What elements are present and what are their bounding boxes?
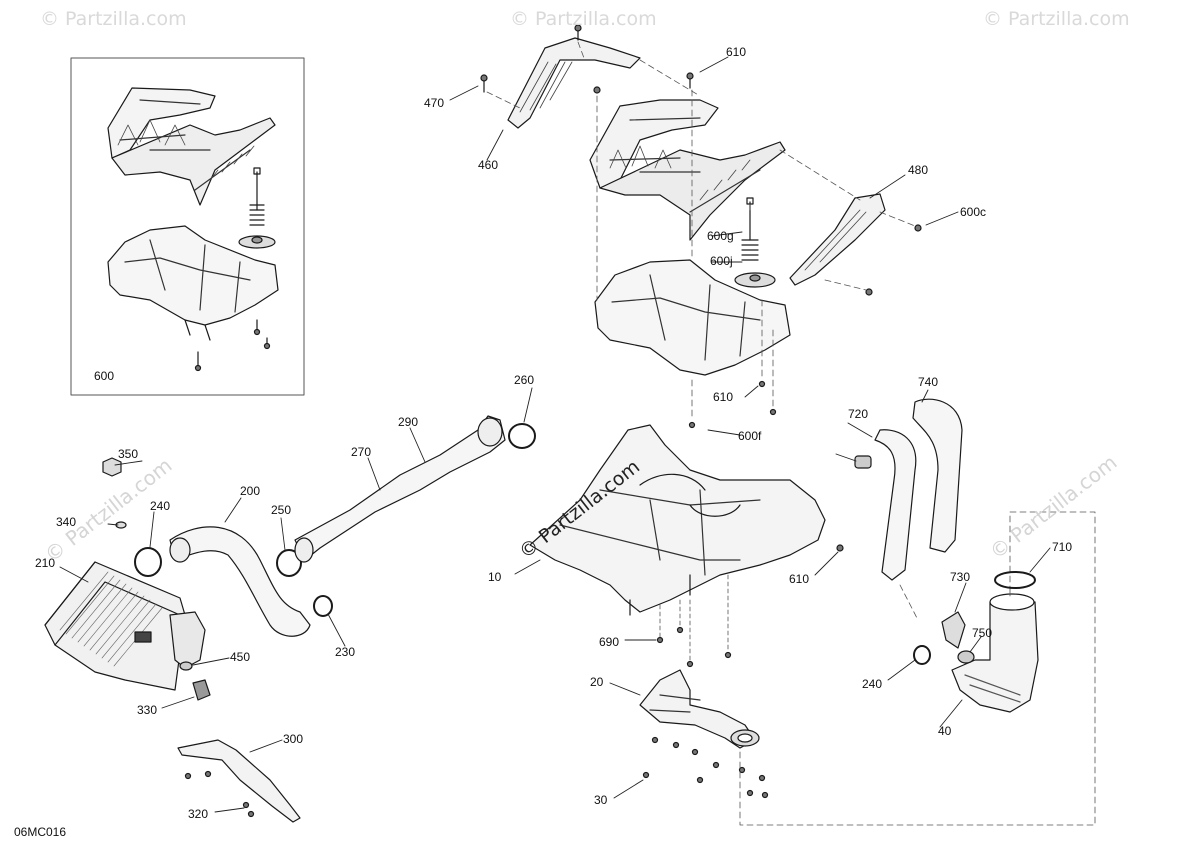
clamp-690 — [994, 571, 1036, 589]
canister-40 — [951, 593, 1039, 713]
leader-lines — [59, 56, 1051, 813]
callout-40: 40 — [938, 724, 952, 738]
clamp-230-right — [913, 645, 931, 665]
lower-duct-hardware — [642, 736, 769, 799]
callout-270: 290 — [398, 415, 419, 429]
inset-assembly-label: 600 — [94, 369, 115, 383]
grommet-340 — [179, 661, 193, 671]
callout-350: 350 — [118, 447, 139, 461]
callout-320: 330 — [137, 703, 158, 717]
fitting-720 — [941, 611, 966, 649]
bracket-290 — [177, 739, 301, 823]
callout-460: 470 — [424, 96, 445, 110]
clamp-250 — [508, 423, 536, 449]
callout-260: 270 — [351, 445, 372, 459]
intercooler-210 — [44, 561, 206, 691]
lower-duct-20 — [639, 669, 760, 749]
upper-duct — [589, 99, 786, 241]
alignment-lines-upper — [486, 41, 916, 421]
inset-upper-duct — [107, 87, 276, 206]
lower-bracket-600 — [594, 259, 791, 376]
callout-250: 260 — [514, 373, 535, 387]
alignment-lines-right — [899, 584, 1011, 621]
watermark-top-center: © Partzilla.com — [510, 8, 657, 30]
connector-750 — [854, 455, 872, 469]
side-panel-470 — [789, 193, 886, 286]
grommet-350 — [102, 457, 122, 477]
callout-210: 210 — [35, 556, 56, 570]
callout-300: 320 — [188, 807, 209, 821]
bracket-hardware-300 — [184, 770, 255, 818]
callout-480: 600c — [960, 205, 987, 219]
inset-bolts — [194, 319, 271, 372]
callout-710: 720 — [848, 407, 869, 421]
callout-340: 450 — [230, 650, 251, 664]
callout-600c: 600f — [738, 429, 762, 443]
diagram-code: 06MC016 — [14, 825, 67, 839]
fitting-740 — [957, 650, 975, 664]
hose-710 — [874, 429, 917, 581]
callout-690: 710 — [1052, 540, 1073, 554]
clamp-230-left — [313, 595, 333, 617]
clamp-240-right — [276, 549, 302, 577]
inset-spring-stack — [238, 167, 276, 249]
callout-610-low: 690 — [599, 635, 620, 649]
callout-450: 460 — [478, 158, 499, 172]
callout-720: 730 — [950, 570, 971, 584]
airbox-hardware — [656, 544, 844, 668]
callout-290: 300 — [283, 732, 304, 746]
callout-10: 10 — [488, 570, 502, 584]
callout-470: 480 — [908, 163, 929, 177]
airbox-10 — [529, 424, 826, 616]
inset-frame — [70, 57, 305, 396]
top-hardware — [480, 24, 922, 429]
callout-330: 340 — [56, 515, 77, 529]
callout-730: 740 — [918, 375, 939, 389]
spring-stack-600 — [734, 197, 776, 288]
inset-lower-bracket — [107, 225, 279, 341]
callout-200: 200 — [240, 484, 261, 498]
callout-600f: 600g — [707, 229, 734, 243]
callout-230-right: 240 — [862, 677, 883, 691]
nut-320 — [192, 679, 211, 701]
callout-230-left: 230 — [335, 645, 356, 659]
watermark-top-right: © Partzilla.com — [983, 8, 1130, 30]
callout-600j: 610 — [713, 390, 734, 404]
hose-200 — [169, 526, 311, 637]
callout-610-mid: 610 — [789, 572, 810, 586]
callout-240-left: 240 — [150, 499, 171, 513]
callout-740: 750 — [972, 626, 993, 640]
callout-610-top: 610 — [726, 45, 747, 59]
side-panel-450 — [507, 37, 641, 129]
callout-20: 20 — [590, 675, 604, 689]
callout-600g: 600j — [710, 254, 733, 268]
callout-240-right: 250 — [271, 503, 292, 517]
watermark-top-left: © Partzilla.com — [40, 8, 187, 30]
hose-730 — [912, 398, 963, 553]
callout-30: 30 — [594, 793, 608, 807]
assembly-outline-dashed — [739, 511, 1096, 826]
clamp-240-left — [134, 547, 162, 577]
duct-260-270 — [294, 415, 506, 563]
